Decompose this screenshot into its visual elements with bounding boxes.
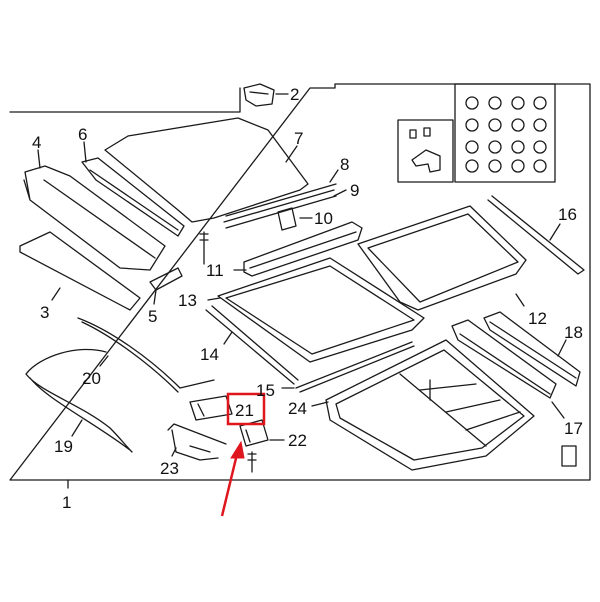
part-7-glass-panel	[104, 117, 309, 223]
highlight-box	[226, 392, 266, 426]
callout-12-leader	[515, 293, 525, 307]
callout-16: 16	[558, 205, 577, 224]
callout-17-leader	[551, 401, 565, 419]
part-16-seal	[487, 195, 585, 275]
callout-18-leader	[557, 339, 567, 357]
grommet-set	[465, 96, 547, 173]
callout-2: 2	[290, 85, 299, 104]
callout-14: 14	[200, 345, 219, 364]
callout-24: 24	[288, 399, 307, 418]
callout-14-leader	[223, 331, 233, 345]
highlight-arrow-shaft	[220, 449, 240, 517]
callout-19-leader	[71, 419, 83, 437]
callout-6: 6	[78, 125, 87, 144]
part-14-seal	[205, 305, 299, 385]
bolt-upper	[199, 231, 209, 265]
hardware-kit-box	[454, 83, 556, 183]
part-17-rail	[451, 319, 557, 399]
part-13-front-glass	[217, 257, 425, 363]
part-20-drain-tube	[77, 317, 215, 393]
part-3-shade	[19, 231, 141, 311]
part-10-block	[277, 207, 297, 231]
callout-24-leader	[311, 401, 329, 407]
part-4-frame	[23, 165, 166, 271]
callout-12: 12	[528, 309, 547, 328]
part-21-motor	[189, 395, 233, 421]
callout-8: 8	[340, 155, 349, 174]
callout-8-leader	[329, 169, 339, 183]
clip-kit-parts	[409, 127, 441, 173]
part-19-drain-tube	[25, 348, 133, 453]
callout-21: 21	[235, 401, 254, 420]
callout-16-leader	[549, 223, 561, 241]
callout-3: 3	[40, 303, 49, 322]
callout-10: 10	[314, 209, 333, 228]
callout-5-leader	[153, 289, 157, 305]
part-5-bracket	[149, 267, 183, 291]
highlight-arrow-head	[230, 440, 245, 459]
callout-7-leader	[285, 145, 298, 163]
callout-7: 7	[294, 129, 303, 148]
callout-20: 20	[82, 369, 101, 388]
callout-23-leader	[171, 447, 177, 457]
callout-13: 13	[178, 291, 197, 310]
part-24-cables	[399, 373, 521, 447]
part-12-rear-glass	[357, 205, 527, 311]
callout-22: 22	[288, 431, 307, 450]
callout-6-leader	[83, 141, 87, 163]
part-9-seal	[225, 195, 337, 229]
callout-13-leader	[207, 297, 221, 301]
callout-15: 15	[256, 381, 275, 400]
module-connector	[561, 445, 577, 467]
assembly-border	[9, 83, 591, 481]
callout-11: 11	[206, 261, 224, 280]
callout-9-leader	[333, 189, 347, 197]
callout-9: 9	[350, 181, 359, 200]
part-8-seal	[223, 183, 337, 223]
callout-18: 18	[564, 323, 583, 342]
part-22-motor	[239, 419, 269, 447]
callout-20-leader	[99, 355, 109, 367]
part-23-harness	[167, 423, 227, 461]
callout-4: 4	[32, 133, 41, 152]
part-11-cross-rail	[243, 221, 363, 277]
part-24-cassette	[325, 339, 535, 471]
part-6-rail	[81, 157, 185, 237]
callout-3-leader	[51, 287, 61, 301]
callout-23: 23	[160, 459, 179, 478]
part-2-clip	[243, 83, 275, 107]
bolt-lower	[247, 451, 257, 473]
callout-1: 1	[62, 493, 71, 512]
part-15-seal	[295, 341, 415, 393]
callout-19: 19	[54, 437, 73, 456]
callout-17: 17	[564, 419, 583, 438]
callout-5: 5	[148, 307, 157, 326]
part-18-rail	[483, 311, 581, 387]
clip-kit-box	[397, 119, 454, 183]
callout-4-leader	[37, 149, 41, 169]
